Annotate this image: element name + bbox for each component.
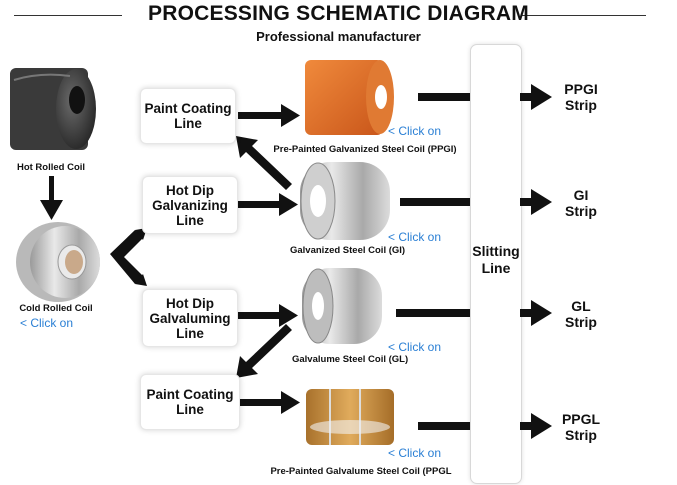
slitting-line-column [470, 44, 522, 484]
ppgi-click-link[interactable]: < Click on [388, 124, 442, 138]
cold-rolled-coil-image [16, 222, 100, 302]
gi-click-link[interactable]: < Click on [388, 230, 442, 244]
gl-strip-label: GL Strip [565, 298, 597, 330]
ppgl-coil-image [306, 389, 394, 445]
slitting-line-label: Slitting Line [472, 243, 520, 276]
ppgi-strip-label: PPGI Strip [564, 81, 598, 113]
hot-rolled-coil-caption: Hot Rolled Coil [16, 162, 86, 173]
ppgi-coil-image [305, 60, 394, 135]
cold-rolled-click-link[interactable]: < Click on [20, 316, 74, 330]
gl-click-link[interactable]: < Click on [388, 340, 442, 354]
gl-coil-caption: Galvalume Steel Coil (GL) [292, 354, 409, 365]
cold-rolled-coil-caption: Cold Rolled Coil [19, 303, 93, 314]
gi-coil-image [300, 162, 390, 240]
process-arrows [40, 84, 552, 439]
gi-strip-label: GI Strip [565, 187, 597, 219]
gi-coil-caption: Galvanized Steel Coil (GI) [290, 245, 406, 256]
page-subtitle: Professional manufacturer [256, 29, 421, 44]
hot-dip-galvaluming-line-box: Hot Dip Galvaluming Line [142, 289, 238, 347]
ppgl-strip-label: PPGL Strip [561, 411, 601, 443]
hot-rolled-coil-image [10, 68, 96, 150]
ppgi-coil-caption: Pre-Painted Galvanized Steel Coil (PPGI) [273, 144, 457, 155]
ppgl-click-link[interactable]: < Click on [388, 446, 442, 460]
title-rule-right [522, 15, 646, 16]
paint-coating-line-1-box: Paint Coating Line [140, 88, 236, 144]
title-rule-left [14, 15, 122, 16]
page-title: PROCESSING SCHEMATIC DIAGRAM [148, 2, 529, 25]
paint-coating-line-2-box: Paint Coating Line [140, 374, 240, 430]
hot-dip-galvanizing-line-box: Hot Dip Galvanizing Line [142, 176, 238, 234]
gl-coil-image [302, 268, 382, 344]
ppgl-coil-caption: Pre-Painted Galvalume Steel Coil (PPGL [270, 466, 452, 477]
